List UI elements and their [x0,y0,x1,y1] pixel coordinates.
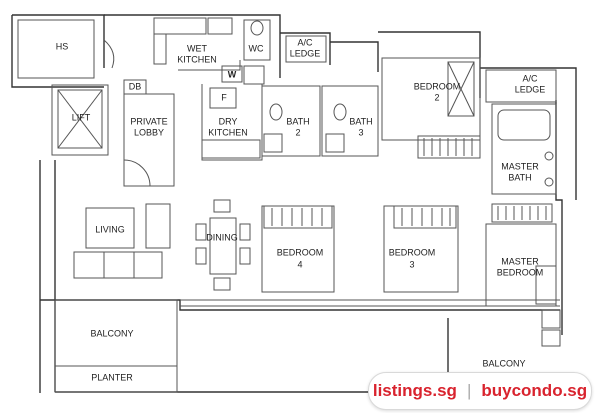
ac-ledge-top-label-1: A/C [297,37,313,48]
dining-chair-top [213,199,231,213]
master-bath-label-1: MASTER [501,161,539,172]
living-label: LIVING [95,224,125,235]
ac-ledge-right-room [485,69,557,103]
watermark-site1: listings.sg [372,381,457,400]
lift-label: LIFT [71,112,91,123]
bedroom2-room [381,57,481,141]
private-lobby-room [123,93,175,187]
bath3-toilet [333,103,347,121]
planter-label: PLANTER [91,372,133,383]
wc-shower [243,65,265,85]
wet-kitchen-label-1: WET [187,43,207,54]
bath2-shower [263,133,283,153]
bedroom4-label-2: 4 [297,259,303,270]
bath3-label-1: BATH [349,116,373,127]
hs-wall-left [11,15,104,88]
basin-2 [544,177,554,187]
bath3-room [321,85,379,157]
lobby-door [123,159,151,187]
balcony-box-1 [541,309,561,329]
kitchen-counter-left [153,33,167,65]
balcony-right-label: BALCONY [482,358,526,369]
ac-ledge-right-label-2: LEDGE [514,84,546,95]
bedroom2-wardrobe [447,61,475,117]
db-label: DB [128,81,142,92]
fridge-box [209,87,237,109]
private-lobby-label-2: LOBBY [133,127,165,138]
bath2-room [261,85,321,157]
balcony-box-2 [541,329,561,347]
watermark-badge: listings.sg | buycondo.sg [368,372,592,410]
f-label: F [221,92,227,103]
bedroom3-label-2: 3 [409,259,415,270]
bath2-label-1: BATH [286,116,310,127]
living-sofa [73,251,163,279]
master-bedroom-louvre [491,203,553,223]
bath3-shower [325,133,345,153]
cooker-counter [153,17,207,35]
wardrobe-cross-2 [447,61,475,117]
balcony-left [54,299,178,393]
dining-chair-l1 [195,223,207,241]
dry-kitchen-label-1: DRY [218,116,238,127]
bath2-label-2: 2 [295,127,301,138]
sink [207,17,233,35]
bedroom4-label-1: BEDROOM [276,247,324,258]
lift-car [57,89,103,149]
private-lobby-label-1: PRIVATE [130,116,168,127]
hs-room [17,19,95,79]
hs-door [103,39,115,69]
ac-ledge-right-label-1: A/C [522,73,538,84]
master-bedroom-label-2: BEDROOM [496,267,544,278]
w-label: W [227,69,237,80]
bedroom2-label-2: 2 [434,92,440,103]
dining-chair-r1 [239,223,251,241]
bedroom2-label-1: BEDROOM [413,81,461,92]
washer-box [221,65,243,83]
dining-table [209,217,237,275]
balcony-left-label: BALCONY [90,328,134,339]
wet-kitchen-divider [178,60,241,71]
bedroom3-louvre [393,205,457,229]
dry-kitchen-label-2: KITCHEN [208,127,248,138]
living-armchair [145,203,171,249]
wet-kitchen-label-2: KITCHEN [177,54,217,65]
bedroom4-louvre [263,205,333,229]
master-wardrobe [535,265,557,305]
watermark-separator: | [466,381,472,400]
ac-ledge-right-wall [480,67,577,200]
master-bath-label-2: BATH [508,172,532,183]
wc-toilet [250,20,264,36]
ac-ledge-top-wall [280,32,331,65]
wc-label: WC [248,43,264,54]
bedroom2-louvre [417,135,481,159]
lift-shaft [51,84,109,156]
living-bottom-wall [40,299,560,311]
dining-chair-r2 [239,247,251,265]
dining-chair-l2 [195,247,207,265]
hs-label: HS [55,41,69,52]
dining-chair-bottom [213,277,231,291]
living-tv-box [85,207,135,249]
kitchen-top-wall [104,14,281,78]
bathtub [497,109,551,141]
bath2-toilet [269,103,283,121]
dining-label: DINING [206,232,238,243]
bath-top-wall [330,41,379,72]
ac-ledge-top-room [285,35,327,63]
bedroom3-label-1: BEDROOM [388,247,436,258]
bath3-label-2: 3 [358,127,364,138]
watermark-site2: buycondo.sg [481,381,588,400]
lift-cross-2 [57,89,103,149]
wc-room [243,19,271,61]
basin-1 [544,151,554,161]
dry-kitchen-counter [201,139,261,159]
master-bedroom-label-1: MASTER [501,256,539,267]
master-bath-room [491,103,557,195]
ac-ledge-top-label-2: LEDGE [289,48,321,59]
